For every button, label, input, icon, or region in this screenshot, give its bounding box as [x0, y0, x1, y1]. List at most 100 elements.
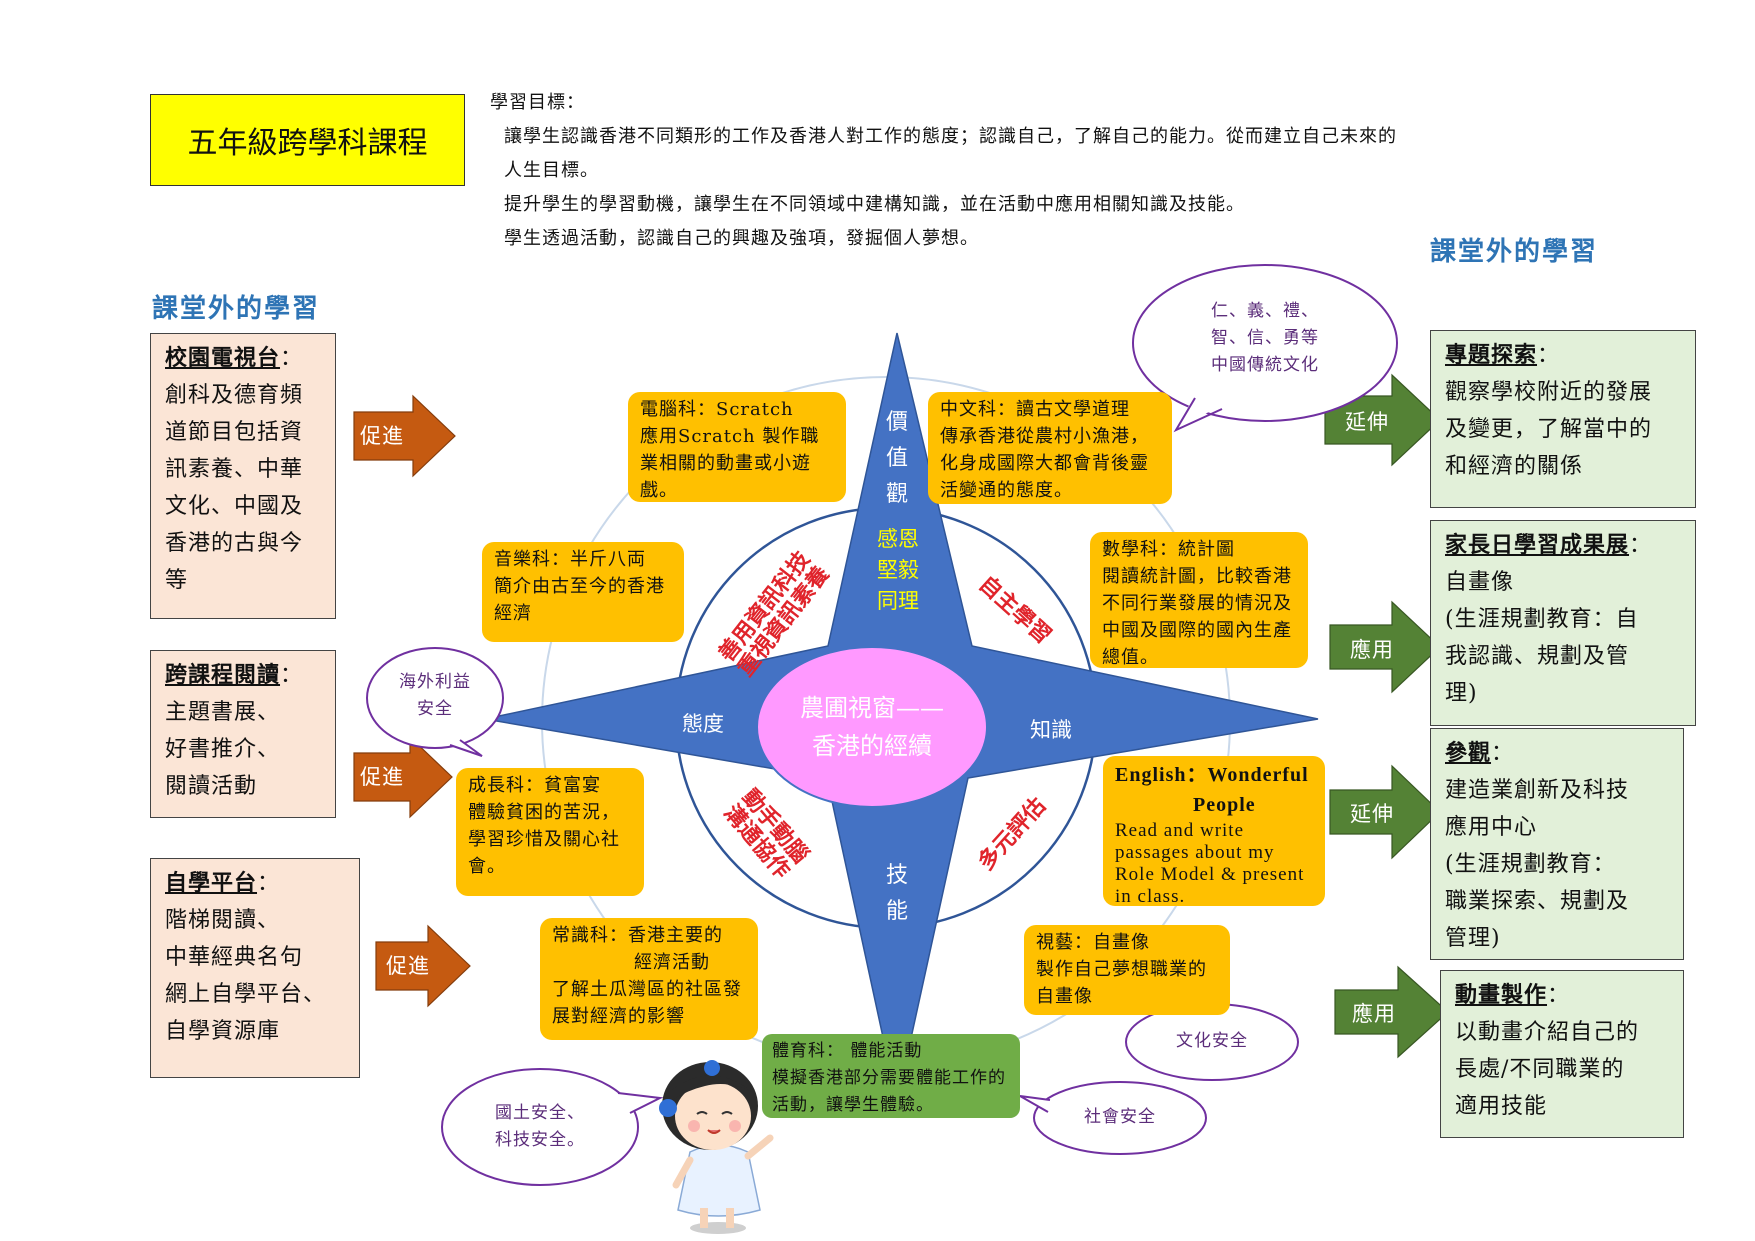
- self-learning-line: 自學資源庫: [165, 1019, 281, 1044]
- apply-arrow-2: [1334, 965, 1449, 1059]
- reading-title: 跨課程閱讀: [165, 662, 281, 688]
- visual-arts-box: 視藝：自畫像 製作自己夢想職業的自畫像: [1024, 925, 1230, 1015]
- star-top-values: 感恩 堅毅 同理: [868, 524, 928, 617]
- visit-line: 管理): [1445, 926, 1501, 951]
- pe-subject-box: 體育科： 體能活動 模擬香港部分需要體能工作的活動，讓學生體驗。: [762, 1034, 1020, 1118]
- extend-arrow-2: [1329, 764, 1441, 860]
- extend-label-2: 延伸: [1350, 802, 1394, 826]
- parents-day-colon: ：: [1629, 533, 1653, 558]
- bubble-national-line: 國土安全、: [495, 1103, 585, 1123]
- campus-tv-line: 創科及德育頻: [165, 383, 304, 408]
- reading-line: 閱讀活動: [165, 774, 258, 799]
- english-title-2: People: [1193, 794, 1256, 816]
- self-learning-box: 自學平台： 階梯閱讀、 中華經典名句 網上自學平台、 自學資源庫: [150, 858, 360, 1078]
- promote-label-1: 促進: [360, 424, 404, 448]
- goal-line-2: 人生目標。: [504, 160, 599, 181]
- music-title: 音樂科：半斤八両: [494, 549, 646, 570]
- parents-day-line: 自畫像: [1445, 570, 1515, 595]
- visit-line: 建造業創新及科技: [1445, 778, 1630, 803]
- cross-curricular-reading-box: 跨課程閱讀： 主題書展、 好書推介、 閱讀活動: [150, 650, 336, 818]
- bubble-social: [1019, 1081, 1207, 1155]
- bubble-overseas-text: 海外利益 安全: [385, 669, 485, 723]
- parents-day-line: 我認識、規劃及管: [1445, 644, 1630, 669]
- project-colon: ：: [1537, 343, 1561, 368]
- animation-title: 動畫製作: [1455, 982, 1548, 1008]
- va-body: 製作自己夢想職業的自畫像: [1036, 959, 1207, 1007]
- english-body: Read and write passages about my Role Mo…: [1115, 820, 1305, 907]
- campus-tv-line: 香港的古與今: [165, 531, 304, 556]
- bubble-national-text: 國土安全、 科技安全。: [470, 1100, 610, 1154]
- bubble-values-line: 智、信、勇等: [1211, 328, 1319, 348]
- animation-colon: ：: [1547, 983, 1571, 1008]
- project-line: 觀察學校附近的發展: [1445, 380, 1653, 405]
- animation-box: 動畫製作： 以動畫介紹自己的 長處/不同職業的 適用技能: [1440, 970, 1684, 1138]
- english-title-1: English：Wonderful: [1115, 764, 1309, 786]
- campus-tv-line: 道節目包括資: [165, 420, 304, 445]
- campus-tv-line: 文化、中國及: [165, 494, 304, 519]
- growth-title: 成長科：貧富宴: [468, 775, 601, 796]
- bubble-national-line: 科技安全。: [495, 1130, 585, 1150]
- goal-line-1: 讓學生認識香港不同類形的工作及香港人對工作的態度；認識自己，了解自己的能力。從而…: [504, 126, 1397, 147]
- chinese-subject-box: 中文科：讀古文學道理 傳承香港從農村小漁港，化身成國際大都會背後靈活變通的態度。: [928, 392, 1172, 504]
- bubble-values: [1132, 264, 1398, 433]
- promote-arrow-1: [353, 394, 456, 478]
- reading-line: 主題書展、: [165, 700, 281, 725]
- animation-line: 適用技能: [1455, 1094, 1548, 1119]
- growth-subject-box: 成長科：貧富宴 體驗貧困的苦況，學習珍惜及關心社會。: [456, 768, 644, 896]
- value-empathy: 同理: [877, 589, 919, 613]
- promote-arrow-3: [375, 924, 471, 1008]
- campus-tv-line: 等: [165, 568, 189, 593]
- general-studies-box: 常識科：香港主要的 經濟活動 了解土瓜灣區的社區發展對經濟的影響: [540, 918, 758, 1040]
- visit-line: 職業探索、規劃及: [1445, 889, 1630, 914]
- chinese-title: 中文科：讀古文學道理: [940, 399, 1130, 420]
- computer-title: 電腦科：Scratch: [640, 399, 794, 420]
- star-right-label: 知識: [1030, 718, 1072, 742]
- goals-heading: 學習目標：: [490, 92, 585, 113]
- self-learning-colon: ：: [257, 871, 281, 896]
- project-line: 和經濟的關係: [1445, 454, 1584, 479]
- gs-title-1: 常識科：香港主要的: [552, 925, 723, 946]
- math-title: 數學科：統計圖: [1102, 539, 1235, 560]
- goal-line-3: 提升學生的學習動機，讓學生在不同領域中建構知識，並在活動中應用相關知識及技能。: [504, 194, 1245, 215]
- project-inquiry-box: 專題探索： 觀察學校附近的發展 及變更，了解當中的 和經濟的關係: [1430, 330, 1696, 508]
- animation-line: 長處/不同職業的: [1455, 1057, 1625, 1082]
- learning-goals: 學習目標： 讓學生認識香港不同類形的工作及香港人對工作的態度；認識自己，了解自己…: [490, 86, 1520, 256]
- promote-label-3: 促進: [386, 954, 430, 978]
- gs-body: 了解土瓜灣區的社區發展對經濟的影響: [552, 979, 742, 1027]
- extend-label-1: 延伸: [1345, 410, 1389, 434]
- apply-label-2: 應用: [1352, 1002, 1396, 1026]
- parents-day-title: 家長日學習成果展: [1445, 532, 1630, 558]
- self-learning-line: 階梯閱讀、: [165, 908, 281, 933]
- bubble-values-line: 中國傳統文化: [1211, 355, 1319, 375]
- page-title: 五年級跨學科課程: [150, 94, 465, 186]
- center-line-2: 香港的經續: [812, 732, 932, 760]
- growth-body: 體驗貧困的苦況，學習珍惜及關心社會。: [468, 802, 620, 877]
- left-section-heading: 課堂外的學習: [152, 294, 321, 324]
- value-gratitude: 感恩: [877, 527, 919, 551]
- center-theme: 農圃視窗—— 香港的經續: [757, 689, 987, 765]
- bubble-culture-text: 文化安全: [1176, 1031, 1248, 1051]
- computer-subject-box: 電腦科：Scratch 應用Scratch 製作職業相關的動畫或小遊戲。: [628, 392, 846, 502]
- girl-illustration: [659, 1060, 774, 1234]
- apply-arrow-1: [1329, 600, 1441, 694]
- right-section-heading: 課堂外的學習: [1430, 237, 1599, 267]
- campus-tv-colon: ：: [280, 346, 304, 371]
- star-top-label: 價值觀: [885, 410, 908, 507]
- gs-title-2: 經濟活動: [634, 952, 710, 973]
- reading-colon: ：: [280, 663, 304, 688]
- bubble-national: [441, 1068, 664, 1186]
- campus-tv-line: 訊素養、中華: [165, 457, 304, 482]
- va-title: 視藝：自畫像: [1036, 932, 1150, 953]
- bubble-overseas-line: 海外利益: [399, 672, 471, 692]
- computer-body: 應用Scratch 製作職業相關的動畫或小遊戲。: [640, 426, 820, 501]
- pe-body: 模擬香港部分需要體能工作的活動，讓學生體驗。: [772, 1068, 1006, 1115]
- bubble-overseas-line: 安全: [417, 699, 453, 719]
- visit-box: 參觀： 建造業創新及科技 應用中心 (生涯規劃教育： 職業探索、規劃及 管理): [1430, 728, 1684, 960]
- self-learning-line: 網上自學平台、: [165, 982, 327, 1007]
- star-left-label: 態度: [682, 712, 724, 736]
- promote-label-2: 促進: [360, 765, 404, 789]
- campus-tv-title: 校園電視台: [165, 345, 281, 371]
- visit-line: (生涯規劃教育：: [1445, 852, 1616, 877]
- visit-colon: ：: [1491, 741, 1515, 766]
